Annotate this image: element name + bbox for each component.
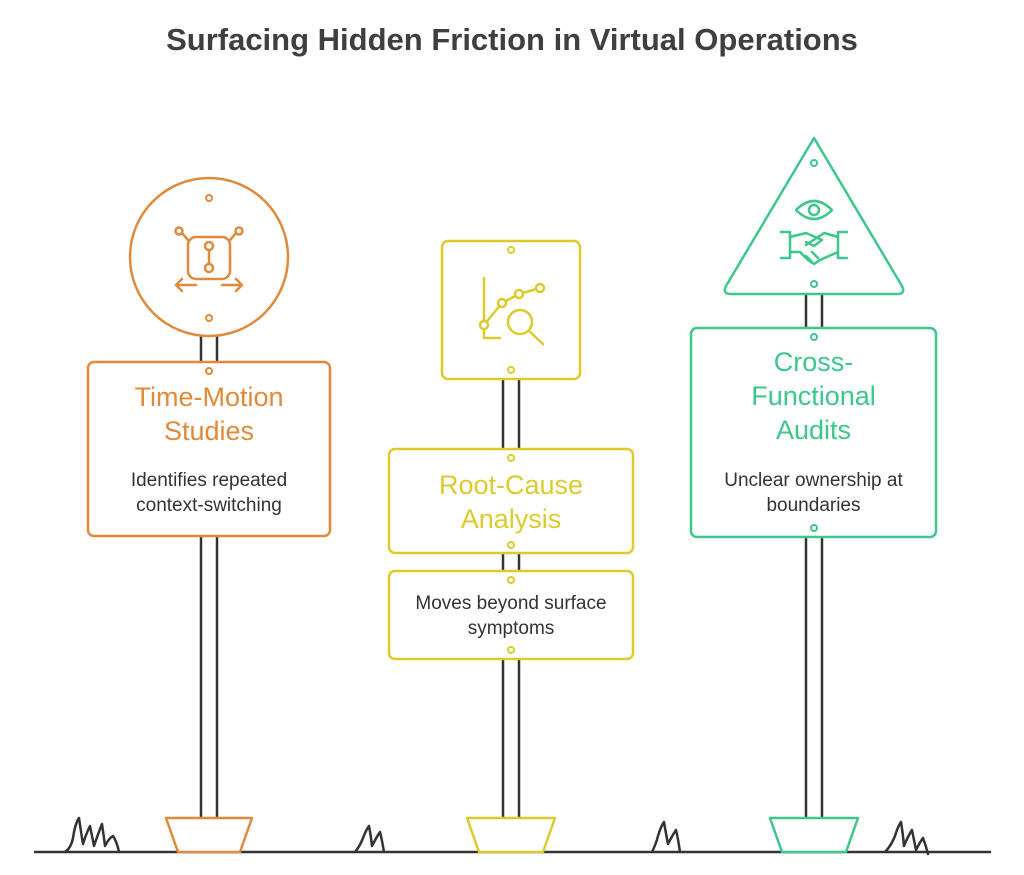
sign-description-time-motion: Identifies repeated context-switching xyxy=(130,470,288,516)
flow-arrows-icon xyxy=(174,226,244,293)
post-base xyxy=(164,816,254,854)
sign-description-root-cause: Moves beyond surface symptoms xyxy=(415,593,607,639)
sign-cross-functional xyxy=(689,136,938,854)
grass-tuft xyxy=(883,820,930,856)
square-sign xyxy=(440,239,582,381)
grass-tuft xyxy=(63,816,121,854)
sign-description-cross-functional: Unclear ownership at boundaries xyxy=(724,470,903,516)
grass-tuft xyxy=(353,824,386,854)
sign-time-motion xyxy=(86,176,332,854)
sign-root-cause xyxy=(387,239,635,854)
info-panel xyxy=(689,326,938,539)
info-panel xyxy=(86,360,332,538)
post-base xyxy=(768,816,860,854)
chart-magnifier-icon xyxy=(478,276,546,346)
sign-heading-cross-functional: Cross-Functional Audits xyxy=(751,347,876,445)
sign-heading-root-cause: Root-Cause Analysis xyxy=(438,470,584,534)
heading-panel xyxy=(387,447,635,555)
eye-handshake-icon xyxy=(779,199,849,266)
sign-heading-time-motion: Time-Motion Studies xyxy=(134,382,284,446)
grass-tuft xyxy=(650,820,682,854)
page-title: Surfacing Hidden Friction in Virtual Ope… xyxy=(166,22,858,57)
post-base xyxy=(465,816,557,854)
description-panel xyxy=(387,569,635,661)
